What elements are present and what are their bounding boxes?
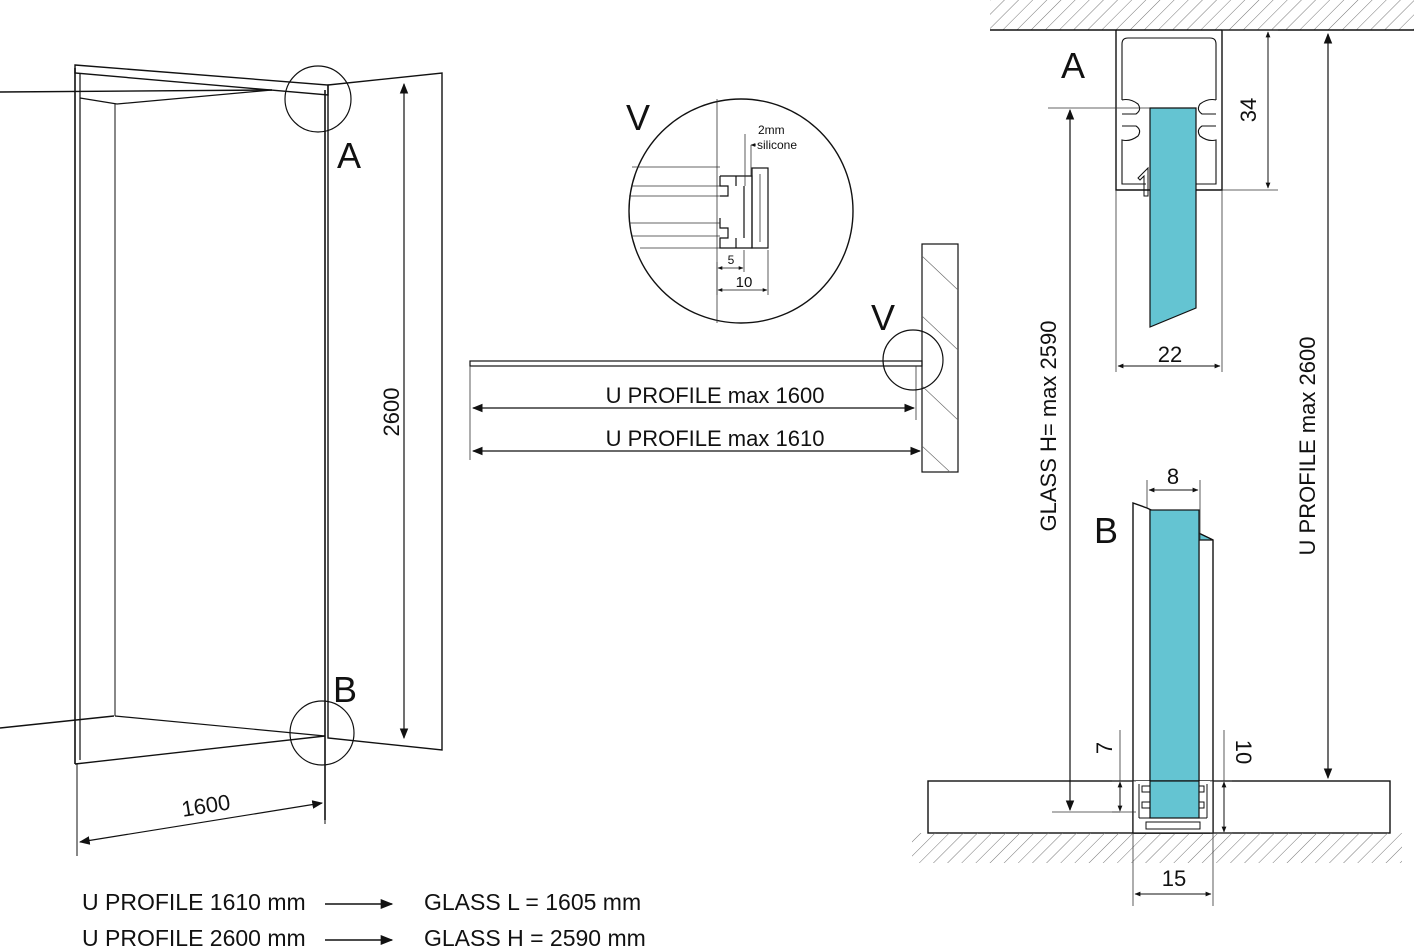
section-label-a: A <box>1061 45 1085 86</box>
detail-v-dim-5: 5 <box>728 253 735 267</box>
detail-circle-b <box>289 700 355 766</box>
height-dimension-label: 2600 <box>379 388 404 437</box>
note-profile-2: U PROFILE 2600 mm <box>82 925 306 949</box>
plan-detail-label: V <box>871 297 895 338</box>
silicone-label: silicone <box>757 138 797 152</box>
width-dimension-line <box>78 800 324 845</box>
detail-v-title: V <box>626 97 650 138</box>
detail-v-view: V 2mm silicone 5 10 <box>626 97 854 324</box>
detail-circle-a <box>284 65 352 133</box>
section-label-b: B <box>1094 510 1118 551</box>
plan-detail-circle <box>882 329 944 391</box>
bottom-glass-body <box>1149 509 1200 819</box>
dim-34-label: 34 <box>1236 98 1261 122</box>
dim-8-label: 8 <box>1167 464 1179 489</box>
dim-7-label: 7 <box>1092 742 1117 754</box>
silicone-gap-label: 2mm <box>758 123 785 137</box>
glass-height-label: GLASS H= max 2590 <box>1036 321 1061 532</box>
profile-height-label: U PROFILE max 2600 <box>1295 337 1320 556</box>
dim-15-label: 15 <box>1162 866 1186 891</box>
width-dimension-label: 1600 <box>180 789 232 821</box>
note-glass-2: GLASS H = 2590 mm <box>424 925 646 949</box>
top-glass <box>1149 107 1197 328</box>
detail-label-b: B <box>333 669 357 710</box>
elevation-view: A B 2600 1600 <box>0 64 443 856</box>
section-view: A 34 22 GLASS H= max 2590 U PROFILE max … <box>912 0 1414 906</box>
detail-v-circle <box>628 98 854 324</box>
plan-dim-1600-label: U PROFILE max 1600 <box>606 383 825 408</box>
dim-22-label: 22 <box>1158 342 1182 367</box>
plan-dim-1610-label: U PROFILE max 1610 <box>606 426 825 451</box>
note-glass-1: GLASS L = 1605 mm <box>424 889 641 915</box>
detail-label-a: A <box>337 135 361 176</box>
plan-glass <box>469 360 923 367</box>
dim-10-label: 10 <box>1231 740 1256 764</box>
bottom-u-profile <box>1132 502 1214 834</box>
note-profile-1: U PROFILE 1610 mm <box>82 889 306 915</box>
size-notes: U PROFILE 1610 mm GLASS L = 1605 mm U PR… <box>82 889 646 949</box>
detail-v-dim-10: 10 <box>736 274 753 291</box>
plan-wall <box>921 243 959 473</box>
plan-view: V U PROFILE max 1600 U PROFILE max 1610 <box>469 243 959 473</box>
